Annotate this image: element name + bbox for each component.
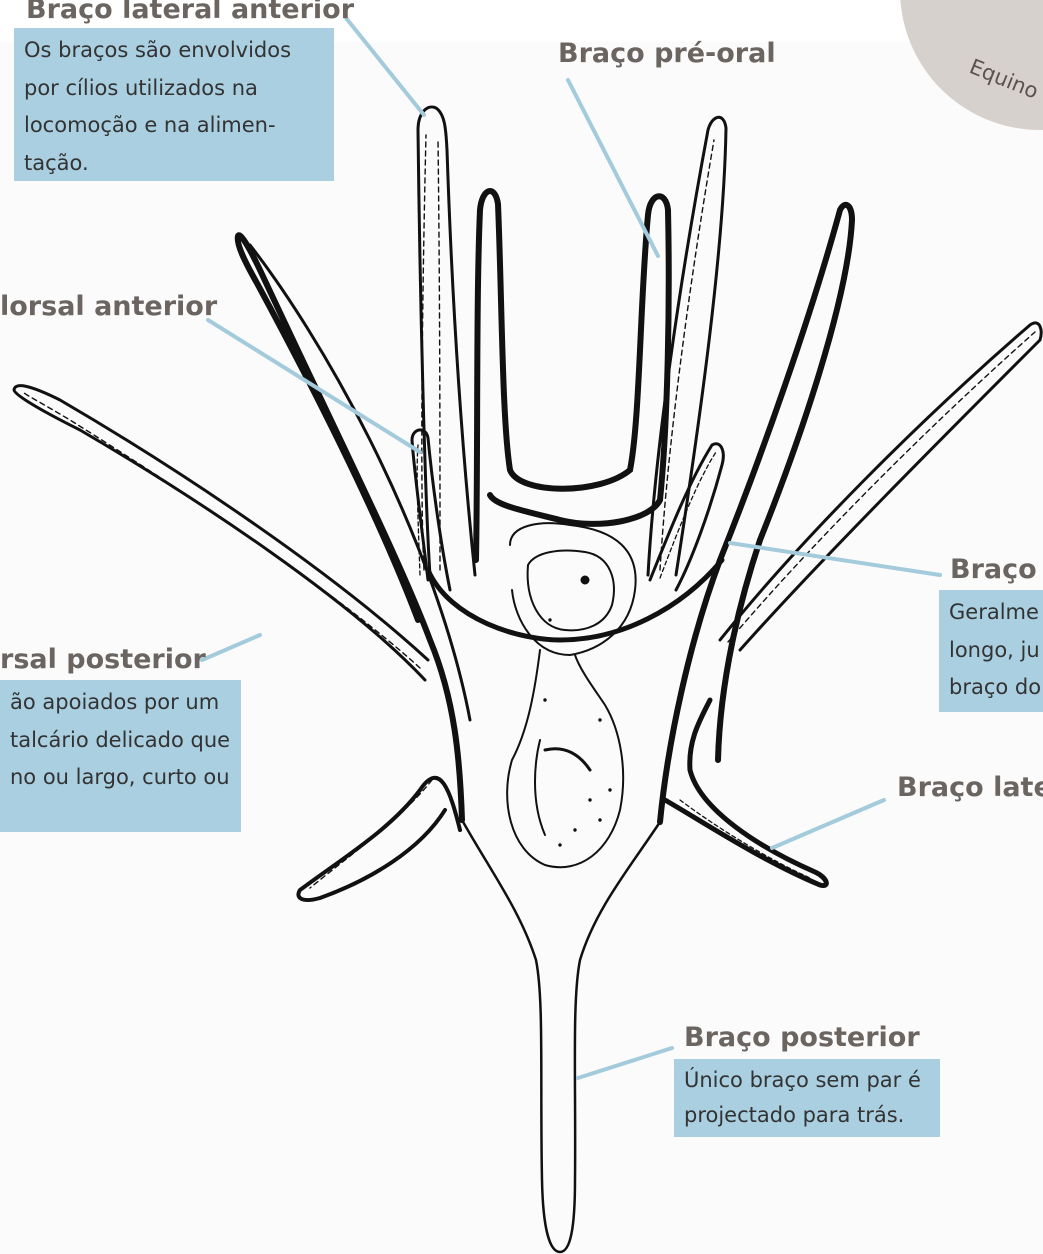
box-line: locomoção e na alimen-	[24, 107, 324, 145]
box-line: projectado para trás.	[684, 1098, 930, 1133]
left-lower-arm	[298, 778, 460, 900]
center-u-arms	[476, 191, 669, 560]
label-lateral-anterior-box: Os braços são envolvidos por cílios util…	[14, 28, 334, 181]
right-lower-arm	[665, 700, 826, 886]
leader-lateral-anterior	[346, 18, 424, 115]
leader-lateral-right	[772, 800, 884, 848]
box-line: tação.	[24, 145, 324, 183]
left-large-arm	[238, 235, 470, 820]
label-dorsal-posterior-box: ão apoiados por um talcário delicado que…	[0, 680, 241, 832]
label-dorsal-posterior-title: rsal posterior	[0, 646, 206, 673]
label-lateral-anterior-title: Braço lateral anterior	[26, 0, 354, 23]
label-pre-oral-title: Braço pré-oral	[558, 40, 776, 67]
label-right-upper-title: Braço p	[950, 556, 1043, 583]
section-badge: Equino	[900, 0, 1043, 130]
label-right-upper-box: Geralme longo, ju braço do	[939, 590, 1043, 712]
body-outline	[462, 820, 660, 1252]
box-line: Único braço sem par é	[684, 1063, 930, 1098]
left-small-arm	[412, 430, 450, 590]
gut	[507, 523, 635, 867]
box-line: Os braços são envolvidos	[24, 32, 324, 70]
label-lateral-right-title: Braço later	[897, 774, 1043, 801]
leader-dorsal-posterior	[202, 635, 260, 660]
label-posterior-box: Único braço sem par é projectado para tr…	[674, 1059, 940, 1137]
box-line: por cílios utilizados na	[24, 70, 324, 108]
left-inner-arm	[418, 107, 475, 575]
box-line: braço do	[949, 669, 1033, 707]
box-line: talcário delicado que	[10, 722, 231, 760]
box-line: longo, ju	[949, 632, 1033, 670]
box-line: Geralme	[949, 594, 1033, 632]
leader-pre-oral	[568, 80, 658, 256]
box-line: ão apoiados por um	[10, 684, 231, 722]
leader-posterior	[578, 1048, 672, 1078]
label-dorsal-anterior-title: lorsal anterior	[0, 293, 217, 320]
right-inner-arm	[648, 117, 726, 575]
label-posterior-title: Braço posterior	[684, 1024, 920, 1051]
box-line: no ou largo, curto ou	[10, 759, 231, 797]
